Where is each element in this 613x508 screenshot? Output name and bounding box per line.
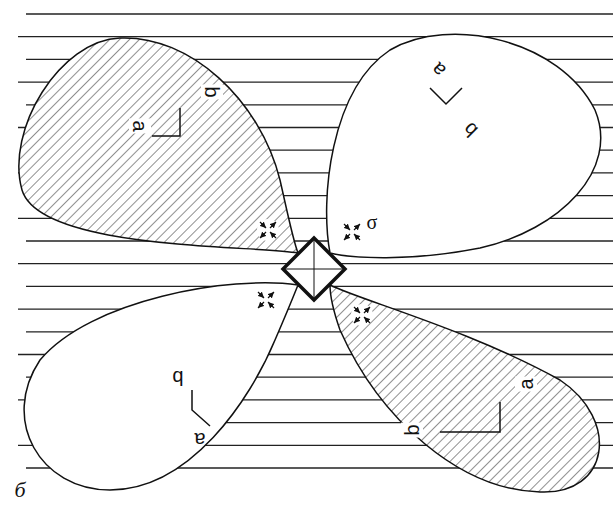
lobe-outline: [326, 280, 613, 498]
axis-letter: b: [170, 367, 185, 389]
stress-arrow: [270, 222, 276, 228]
lobe-ground: [327, 34, 601, 257]
axis-letter-holder: b: [201, 84, 223, 99]
arrow-patch: [351, 304, 373, 326]
lobe-ground: [330, 285, 599, 492]
lobe-hatching: [330, 285, 599, 492]
lattice-plane: [18, 36, 613, 37]
stress-arrows: [354, 307, 370, 323]
lobe-ground: [19, 38, 298, 253]
stress-arrow: [258, 302, 264, 308]
core-cross: [285, 269, 343, 270]
stress-symbol: σ: [366, 211, 379, 233]
stress-arrow: [364, 317, 370, 323]
stress-lobe: ba: [4, 270, 304, 496]
stress-lobe: ab: [4, 30, 304, 262]
axis-letter-holder: a: [515, 376, 537, 391]
lattice-plane: [26, 13, 613, 14]
axis-corner: [430, 88, 462, 104]
lobe-outline: [318, 24, 613, 264]
axis-letter-holder: a: [129, 118, 151, 133]
lobe-border: [24, 283, 298, 490]
stress-lobe: ab: [318, 24, 613, 264]
axis-letter: a: [515, 376, 537, 391]
stress-arrow: [258, 292, 264, 298]
stress-lobe: ba: [326, 280, 613, 498]
panel-letter: б: [13, 478, 26, 502]
stress-arrow: [260, 232, 266, 238]
stress-arrows: [258, 292, 274, 308]
stress-arrow: [270, 232, 276, 238]
axis-letter-holder: b: [401, 422, 423, 437]
stress-arrow: [354, 224, 360, 230]
axis-letter: b: [401, 422, 423, 437]
axis-corner: [440, 402, 500, 432]
stress-arrows: [260, 222, 276, 238]
label-holder: σ: [366, 211, 379, 233]
stress-arrow: [344, 234, 350, 240]
stress-arrows: [344, 224, 360, 240]
arrow-patch: [257, 219, 279, 241]
stress-arrow: [354, 307, 360, 313]
stress-arrow: [268, 292, 274, 298]
lobe-ground: [24, 283, 298, 490]
lobe-outline: [4, 30, 304, 262]
axis-letter: a: [129, 118, 151, 133]
label-holder: б: [13, 478, 26, 502]
lobe-outline: [4, 270, 304, 496]
axis-corner: [192, 390, 210, 426]
lobe-border: [19, 38, 298, 253]
stress-arrow: [344, 224, 350, 230]
axis-letter-holder: b: [170, 367, 185, 389]
axis-letter: b: [201, 84, 223, 99]
stress-arrow: [364, 307, 370, 313]
axis-letter-holder: a: [192, 429, 207, 451]
stress-arrow: [260, 222, 266, 228]
lobe-border: [330, 285, 599, 492]
lattice-plane: [18, 308, 613, 309]
axis-letter: a: [192, 429, 207, 451]
stress-arrow: [354, 234, 360, 240]
axis-corner: [152, 108, 180, 136]
stress-arrow: [354, 317, 360, 323]
lobe-hatching: [19, 38, 298, 253]
lobe-border: [327, 34, 601, 257]
stress-arrow: [268, 302, 274, 308]
